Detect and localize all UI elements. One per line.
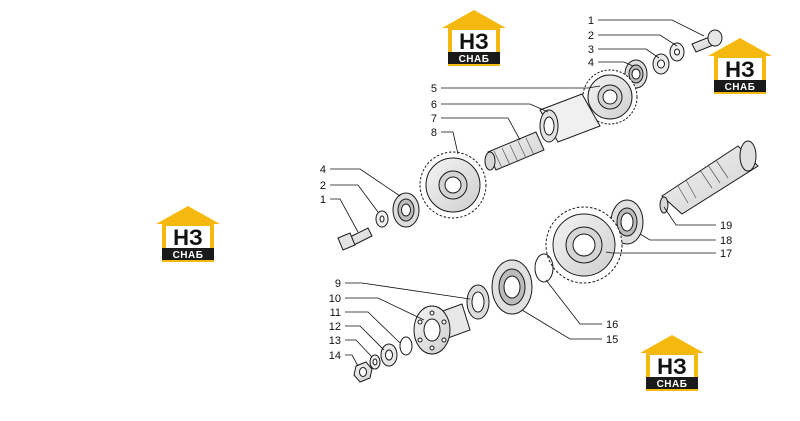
washer-top-3 xyxy=(652,53,670,75)
callout-19: 19 xyxy=(720,220,732,232)
logo-text-top: НЗ xyxy=(173,225,203,250)
callout-1-top: 1 xyxy=(588,15,594,27)
logo-text-bottom: СНАБ xyxy=(657,379,688,390)
logo-bottom-right: НЗ СНАБ xyxy=(640,335,704,391)
snap-ring-16 xyxy=(534,253,554,283)
washer-top-2 xyxy=(669,42,685,62)
callout-10: 10 xyxy=(329,293,341,305)
callout-16: 16 xyxy=(606,319,618,331)
callout-2-top: 2 xyxy=(588,30,594,42)
callout-5: 5 xyxy=(431,83,437,95)
logo-text-bottom: СНАБ xyxy=(725,82,756,93)
logo-mid-left: НЗ СНАБ xyxy=(156,206,220,262)
callout-11: 11 xyxy=(330,307,341,319)
callout-12: 12 xyxy=(329,321,341,333)
seal-9 xyxy=(466,284,490,320)
o-ring-11 xyxy=(399,336,413,356)
output-shaft-19 xyxy=(659,140,759,215)
callout-3-top: 3 xyxy=(588,44,594,56)
leader-lines xyxy=(330,19,716,367)
callout-1-left: 1 xyxy=(320,194,326,206)
callout-4-left: 4 xyxy=(320,164,326,176)
callout-6: 6 xyxy=(431,99,437,111)
gear-8 xyxy=(419,151,487,219)
bolt-top xyxy=(691,29,723,53)
bolt-left-1 xyxy=(337,227,373,251)
gear-17 xyxy=(545,206,623,284)
callout-9: 9 xyxy=(335,278,341,290)
washer-left-2 xyxy=(375,210,389,228)
logo-text-bottom: СНАБ xyxy=(459,54,490,65)
logo-top-center: НЗ СНАБ xyxy=(442,10,506,66)
shaft-7 xyxy=(484,131,545,171)
callout-8: 8 xyxy=(431,127,437,139)
callout-13: 13 xyxy=(329,335,341,347)
callout-15: 15 xyxy=(606,334,618,346)
callout-18: 18 xyxy=(720,235,732,247)
nut-14 xyxy=(353,361,373,383)
sleeve-6 xyxy=(539,93,601,143)
washer-12 xyxy=(380,343,398,367)
logo-top-right: НЗ СНАБ xyxy=(708,38,772,94)
callout-14: 14 xyxy=(329,350,341,362)
flange-10 xyxy=(413,303,471,355)
bearing-left-4 xyxy=(392,192,420,228)
bearing-15 xyxy=(491,259,533,315)
washer-13 xyxy=(369,354,381,370)
callout-17: 17 xyxy=(720,248,732,260)
callout-2-left: 2 xyxy=(320,180,326,192)
logo-text-bottom: СНАБ xyxy=(173,250,204,261)
logo-text-top: НЗ xyxy=(459,29,489,54)
callout-labels: 1 2 3 4 5 6 7 8 4 2 1 19 18 17 9 10 11 1… xyxy=(320,15,732,362)
callout-7: 7 xyxy=(431,113,437,125)
callout-4-top: 4 xyxy=(588,57,594,69)
logo-text-top: НЗ xyxy=(725,57,755,82)
logo-text-top: НЗ xyxy=(657,354,687,379)
